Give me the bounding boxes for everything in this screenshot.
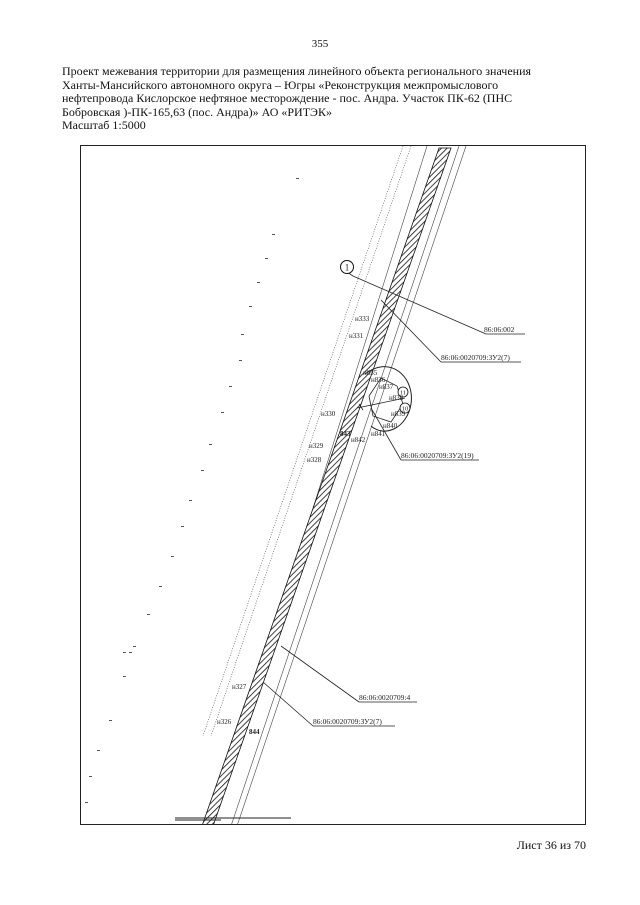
point-label: н842 — [351, 436, 366, 444]
point-labels: н333 н331 н835 н836 н837 н838 н839 н330 … — [217, 315, 406, 736]
terrain-dots — [85, 178, 299, 803]
parcel-label: 86:06:0020709:ЗУ2(7) — [313, 717, 382, 726]
svg-text:10: 10 — [402, 406, 409, 413]
page-number: 355 — [311, 38, 329, 50]
point-label: н326 — [217, 718, 232, 726]
point-label: н328 — [307, 456, 322, 464]
sheet-counter: Лист 36 из 70 — [516, 838, 586, 852]
circle-marker[interactable]: 1 — [340, 260, 354, 274]
point-label: н327 — [232, 683, 247, 691]
point-label: н835 — [363, 369, 378, 377]
point-label: н841 — [371, 430, 386, 438]
survey-map[interactable]: 1 11 10 86:06:002 86:06:0020709:ЗУ2(7) 8… — [80, 145, 586, 825]
header-line: нефтепровода Кислорское нефтяное месторо… — [62, 91, 513, 106]
parcel-label: 86:06:002 — [484, 325, 515, 334]
map-scale: Масштаб 1:5000 — [62, 118, 146, 133]
header-line: Бобровская )-ПК-165,63 (пос. Андра)» АО … — [62, 104, 332, 119]
parcel-label: 86:06:0020709:ЗУ2(7) — [441, 353, 510, 362]
point-label: 843 — [340, 430, 351, 438]
parcel-label: 86:06:0020709:ЗУ2(19) — [401, 451, 474, 460]
bottom-strokes — [175, 817, 291, 821]
svg-text:11: 11 — [400, 390, 406, 397]
point-label: н836 — [371, 376, 386, 384]
point-label: н329 — [309, 442, 324, 450]
parcel-detail — [356, 366, 412, 432]
point-label: н840 — [383, 422, 398, 430]
pipeline-strip — [202, 147, 452, 824]
point-label: н331 — [349, 332, 364, 340]
point-label: н330 — [321, 410, 336, 418]
header-line: Ханты-Мансийского автономного округа – Ю… — [62, 77, 499, 92]
small-marker[interactable]: 10 — [399, 402, 411, 414]
point-label: н839 — [391, 410, 406, 418]
point-label: н838 — [389, 394, 404, 402]
map-drawing: 1 11 10 86:06:002 86:06:0020709:ЗУ2(7) 8… — [85, 146, 525, 824]
point-label: н837 — [379, 383, 394, 391]
header-line: Проект межевания территории для размещен… — [62, 64, 532, 78]
small-marker[interactable]: 11 — [397, 386, 409, 398]
svg-text:1: 1 — [345, 263, 350, 273]
document-header: Проект межевания территории для размещен… — [62, 64, 582, 133]
point-label: н333 — [355, 315, 370, 323]
parcel-label: 86:06:0020709:4 — [359, 693, 411, 702]
point-label: 844 — [249, 728, 260, 736]
leader-lines — [262, 271, 525, 727]
